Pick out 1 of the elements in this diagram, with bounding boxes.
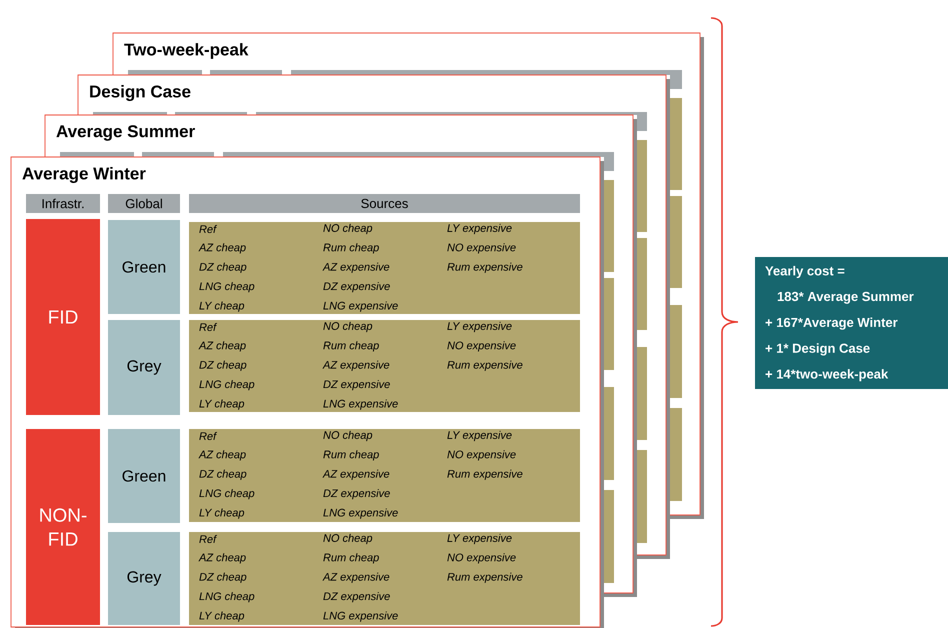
- formula-box: Yearly cost = 183* Average Summer + 167*Average Winter + 1* Design Case + 14*two-week-peak: [755, 257, 948, 389]
